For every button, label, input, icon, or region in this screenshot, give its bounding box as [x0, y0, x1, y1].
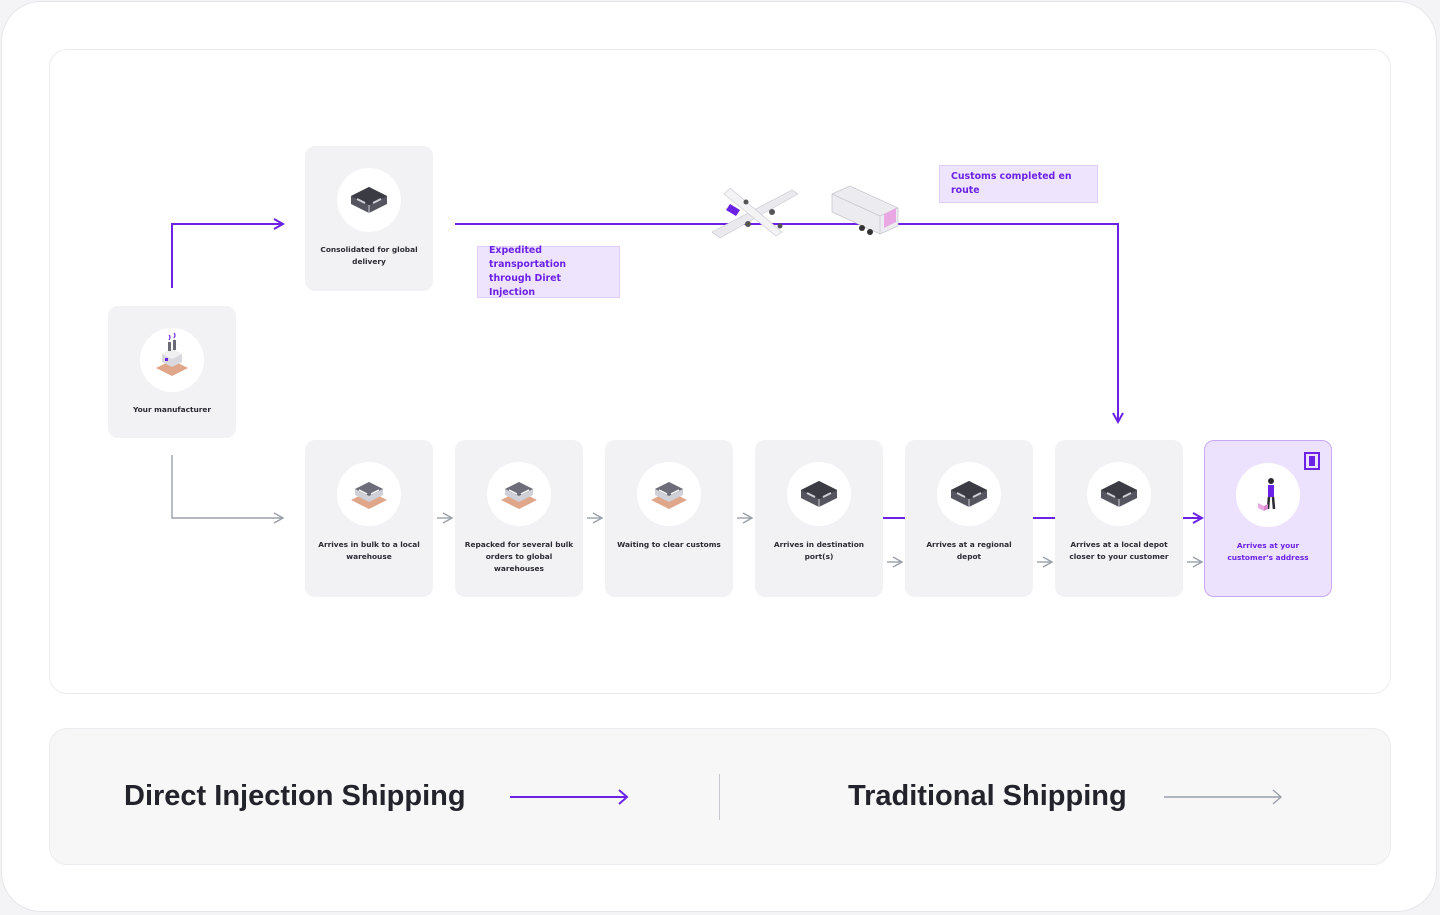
legend-traditional-arrow	[1164, 789, 1283, 805]
step-card-3: Waiting to clear customs	[605, 440, 733, 597]
diagram-panel	[49, 49, 1391, 694]
consolidated-label: Consolidated for global delivery	[320, 245, 418, 266]
legend-traditional-label: Traditional Shipping	[848, 780, 1127, 812]
step-label-3: Waiting to clear customs	[617, 540, 721, 549]
step-label-4: Arrives in destination port(s)	[773, 540, 865, 561]
manufacturer-label: Your manufacturer	[132, 405, 212, 414]
step-label-2: Repacked for several bulk orders to glob…	[464, 540, 574, 573]
step-card-1: Arrives in bulk to a local warehouse	[305, 440, 433, 597]
factory-icon	[140, 328, 204, 392]
warehouse-icon	[487, 462, 551, 526]
step-label-5: Arrives at a regional depot	[926, 540, 1012, 561]
step-card-5: Arrives at a regional depot	[905, 440, 1033, 597]
customs-note: Customs completed en route	[939, 165, 1098, 203]
warehouse-icon	[637, 462, 701, 526]
delivery-person-icon	[1236, 463, 1300, 527]
legend-direct-arrow	[510, 789, 629, 805]
expedited-note: Expedited transportation through Diret I…	[477, 245, 620, 298]
warehouse-icon	[337, 462, 401, 526]
step-label-final: Arrives at your customer's address	[1227, 541, 1309, 562]
package-icon	[1304, 452, 1320, 470]
step-card-2: Repacked for several bulk orders to glob…	[455, 440, 583, 597]
depot-icon	[1087, 462, 1151, 526]
consolidated-card: Consolidated for global delivery	[305, 146, 433, 291]
step-card-4: Arrives in destination port(s)	[755, 440, 883, 597]
legend-direct-label: Direct Injection Shipping	[124, 780, 466, 812]
manufacturer-card: Your manufacturer	[108, 306, 236, 438]
warehouse-icon	[337, 168, 401, 232]
depot-icon	[937, 462, 1001, 526]
step-label-1: Arrives in bulk to a local warehouse	[318, 540, 420, 561]
legend-divider	[719, 774, 720, 820]
step-card-final: Arrives at your customer's address	[1204, 440, 1332, 597]
step-label-6: Arrives at a local depot closer to your …	[1069, 540, 1169, 561]
depot-icon	[787, 462, 851, 526]
step-card-6: Arrives at a local depot closer to your …	[1055, 440, 1183, 597]
